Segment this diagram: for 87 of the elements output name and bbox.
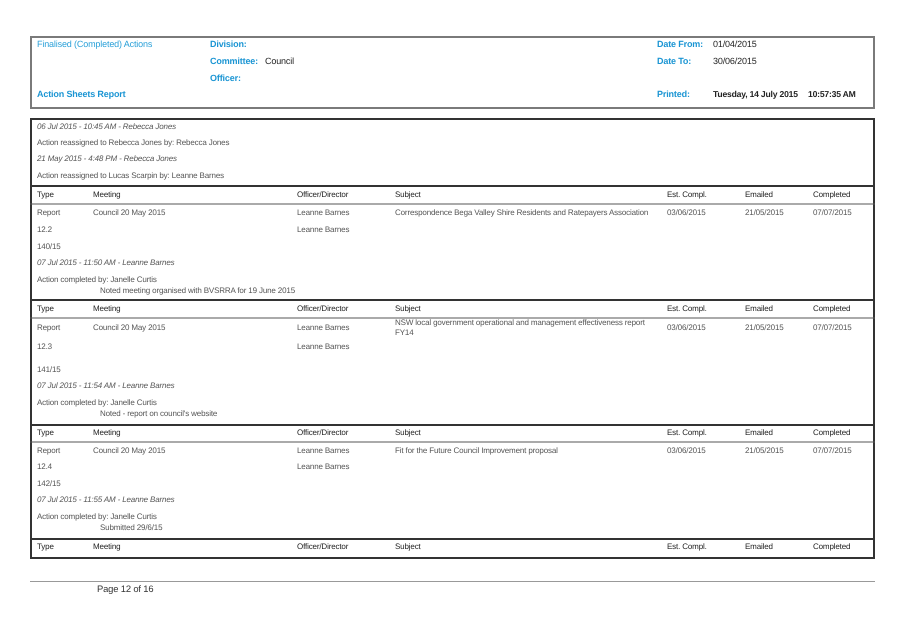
field-value: 30/06/2015 — [713, 56, 757, 66]
column-header: Est. Compl. — [667, 542, 707, 552]
table-cell: Council 20 May 2015 — [93, 208, 166, 218]
field-value: 10:57:35 AM — [808, 89, 856, 99]
action-note: Noted - report on council's website — [100, 409, 218, 419]
column-header: Est. Compl. — [667, 190, 707, 200]
column-header: Meeting — [93, 542, 120, 552]
table-cell: Leanne Barnes — [297, 323, 350, 333]
column-header: Est. Compl. — [667, 428, 707, 438]
column-header: Subject — [395, 190, 421, 200]
field-label: Printed: — [657, 89, 690, 99]
table-cell: Leanne Barnes — [297, 208, 350, 218]
column-header: Officer/Director — [297, 428, 348, 438]
table-cell: Report — [37, 208, 60, 218]
page-number: Page 12 of 16 — [97, 584, 154, 594]
column-header: Officer/Director — [297, 304, 348, 314]
table-cell: Leanne Barnes — [297, 446, 350, 456]
table-cell: Report — [37, 323, 60, 333]
column-header: Type — [37, 542, 54, 552]
report-subtitle: Finalised (Completed) Actions — [37, 39, 152, 49]
column-header: Meeting — [93, 190, 120, 200]
column-header: Type — [37, 190, 54, 200]
column-header: Type — [37, 304, 54, 314]
action-note: Noted meeting organised with BVSRRA for 19 June 2015 — [100, 286, 295, 296]
log-entry: 07 Jul 2015 - 11:54 AM - Leanne Barnes — [37, 381, 175, 391]
table-cell: 12.3 — [37, 342, 52, 352]
table-cell: 12.2 — [37, 225, 52, 235]
column-header: Subject — [395, 304, 421, 314]
table-cell: 21/05/2015 — [745, 446, 784, 456]
table-cell: 03/06/2015 — [667, 323, 706, 333]
log-entry: Action completed by: Janelle Curtis — [37, 512, 157, 522]
column-header: Officer/Director — [297, 190, 348, 200]
table-cell: 07/07/2015 — [813, 323, 852, 333]
table-cell: Leanne Barnes — [297, 462, 350, 472]
log-entry: Action reassigned to Lucas Scarpin by: Leanne Barnes — [37, 171, 224, 181]
table-cell: Fit for the Future Council Improvement proposal — [395, 446, 558, 456]
column-header: Meeting — [93, 428, 120, 438]
log-entry: 21 May 2015 - 4:48 PM - Rebecca Jones — [37, 154, 177, 164]
column-header: Emailed — [745, 428, 773, 438]
column-header: Completed — [813, 190, 850, 200]
log-entry: Action completed by: Janelle Curtis — [37, 398, 157, 408]
column-header: Subject — [395, 542, 421, 552]
field-label: Date To: — [657, 56, 692, 66]
field-label: Date From: — [657, 39, 704, 49]
column-header: Type — [37, 428, 54, 438]
table-cell: 141/15 — [37, 365, 61, 375]
table-cell: 03/06/2015 — [667, 208, 706, 218]
field-label: Committee: — [210, 56, 258, 66]
field-label: Division: — [210, 39, 247, 49]
column-header: Emailed — [745, 542, 773, 552]
table-cell: Leanne Barnes — [297, 342, 350, 352]
table-cell: 21/05/2015 — [745, 323, 784, 333]
table-cell: Council 20 May 2015 — [93, 323, 166, 333]
table-cell: Correspondence Bega Valley Shire Residents and Ratepayers Association — [395, 208, 648, 218]
field-value: 01/04/2015 — [713, 39, 757, 49]
log-entry: 06 Jul 2015 - 10:45 AM - Rebecca Jones — [37, 122, 176, 132]
action-note: Submitted 29/6/15 — [100, 523, 162, 533]
column-header: Meeting — [93, 304, 120, 314]
column-header: Subject — [395, 428, 421, 438]
column-header: Completed — [813, 542, 850, 552]
column-header: Officer/Director — [297, 542, 348, 552]
report-panel — [30, 36, 875, 109]
field-value: Tuesday, 14 July 2015 — [713, 89, 798, 99]
table-cell-text: NSW local government operational and management effectiveness report FY14 — [395, 318, 646, 338]
table-cell: 07/07/2015 — [813, 208, 852, 218]
table-cell: Report — [37, 446, 60, 456]
table-cell: 03/06/2015 — [667, 446, 706, 456]
log-entry: 07 Jul 2015 - 11:55 AM - Leanne Barnes — [37, 495, 175, 505]
column-header: Emailed — [745, 304, 773, 314]
log-entry: 07 Jul 2015 - 11:50 AM - Leanne Barnes — [37, 258, 175, 268]
column-header: Completed — [813, 428, 850, 438]
report-title: Action Sheets Report — [37, 89, 126, 99]
report-panel — [30, 118, 875, 559]
table-cell: 140/15 — [37, 242, 61, 252]
column-header: Completed — [813, 304, 850, 314]
table-cell: 07/07/2015 — [813, 446, 852, 456]
table-cell: 12.4 — [37, 462, 52, 472]
log-entry: Action reassigned to Rebecca Jones by: Rebecca Jones — [37, 138, 230, 148]
table-cell: Leanne Barnes — [297, 225, 350, 235]
table-cell: 142/15 — [37, 479, 61, 489]
field-value: Council — [265, 56, 294, 66]
column-header: Est. Compl. — [667, 304, 707, 314]
table-cell: 21/05/2015 — [745, 208, 784, 218]
table-cell: Council 20 May 2015 — [93, 446, 166, 456]
column-header: Emailed — [745, 190, 773, 200]
field-label: Officer: — [210, 73, 241, 83]
log-entry: Action completed by: Janelle Curtis — [37, 275, 157, 285]
